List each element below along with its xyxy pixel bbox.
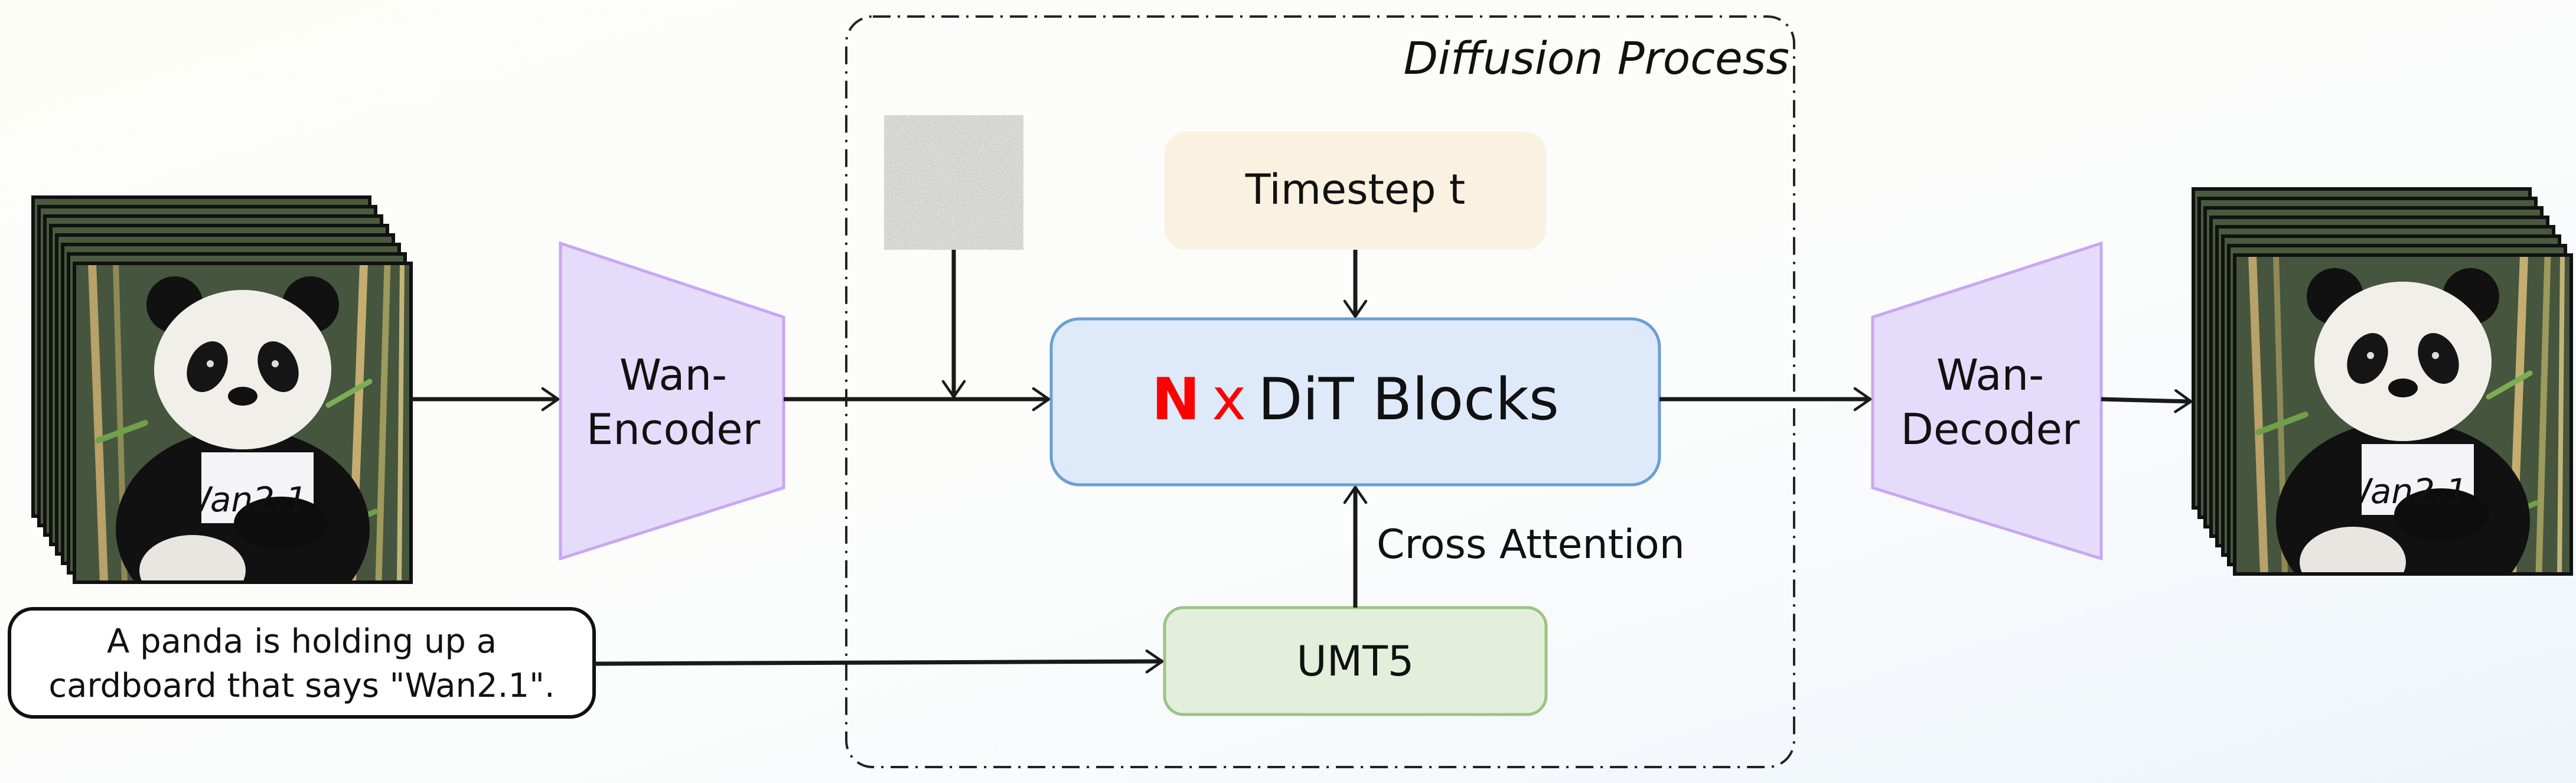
- output-video-stack: Wan2.1: [2193, 189, 2573, 621]
- cross-attention-label: Cross Attention: [1377, 521, 1685, 568]
- prompt-line1: A panda is holding up a: [107, 622, 497, 661]
- dit-label: DiT Blocks: [1258, 366, 1559, 433]
- arrow-prompt-to-umt5: [594, 649, 1164, 674]
- diffusion-process-group: [845, 15, 1795, 768]
- dit-n-label: N: [1152, 366, 1200, 433]
- arrows: [411, 250, 2193, 674]
- timestep-box: [1165, 132, 1546, 250]
- prompt-line2: cardboard that says "Wan2.1".: [48, 667, 555, 705]
- arrow-decoder-to-output: [2101, 389, 2193, 413]
- decoder-label-line1: Wan-: [1936, 350, 2044, 400]
- timestep-label: Timestep t: [1245, 165, 1465, 214]
- input-sign-text: Wan2.1: [178, 479, 308, 520]
- umt5-label: UMT5: [1297, 637, 1414, 686]
- encoder-label-line1: Wan-: [619, 350, 727, 400]
- wan-encoder: [559, 241, 785, 561]
- dit-blocks-box: [1049, 317, 1661, 487]
- decoder-label-line2: Decoder: [1901, 404, 2080, 454]
- encoder-label-line2: Encoder: [586, 404, 761, 454]
- panda-output-frame: [2235, 255, 2571, 621]
- panda-input-frame: [74, 263, 411, 629]
- wan-decoder: [1871, 241, 2103, 561]
- output-sign-text: Wan2.1: [2339, 471, 2468, 511]
- diffusion-process-label: Diffusion Process: [1404, 32, 1790, 84]
- dit-x-label: x: [1212, 366, 1246, 433]
- noise-latent-image: [884, 115, 1023, 250]
- input-video-stack: Wan2.1: [31, 195, 413, 629]
